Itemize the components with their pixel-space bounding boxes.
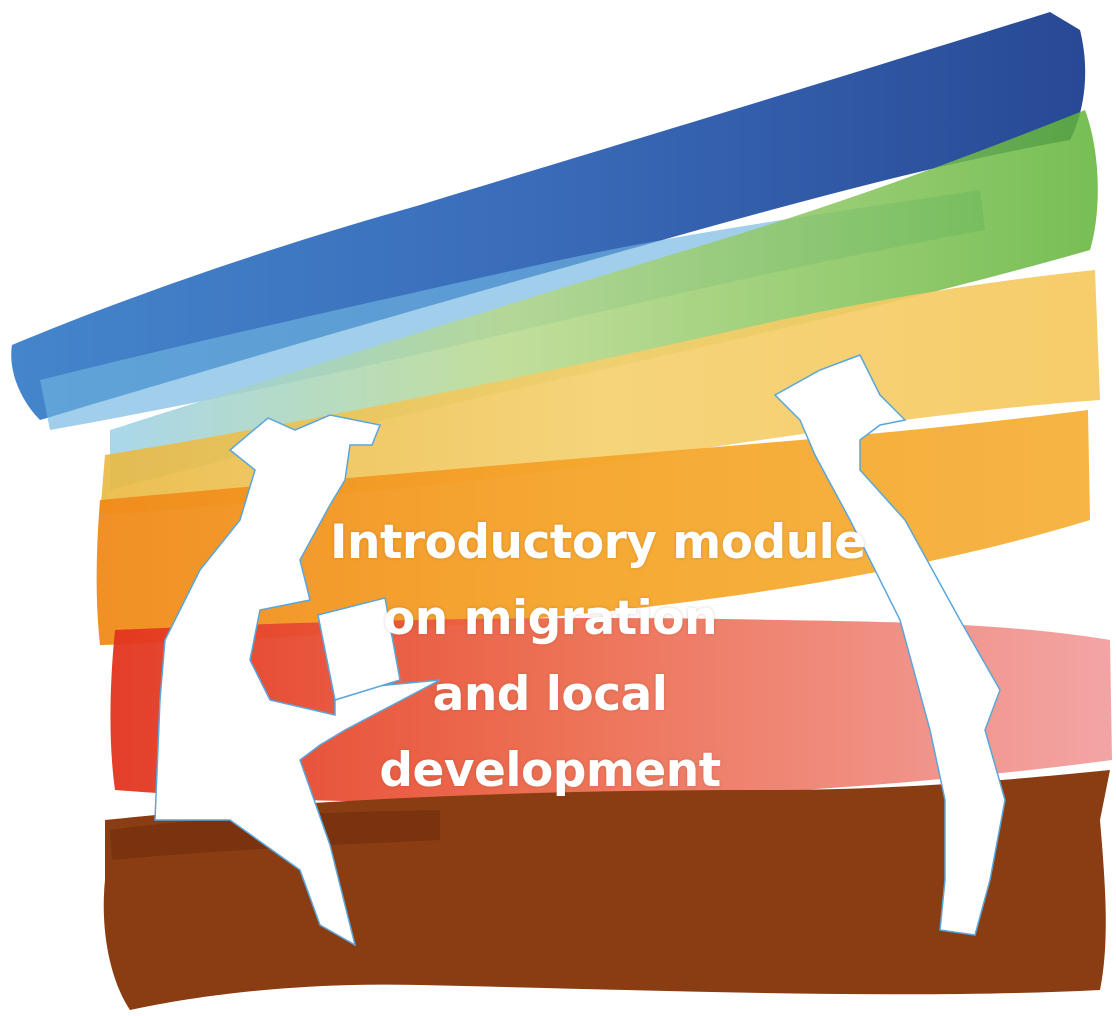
title-line-1: Introductory module <box>330 515 866 570</box>
person-with-cap-bowing-figure <box>773 354 1006 936</box>
green-brush-stroke <box>110 110 1098 490</box>
person-with-cap-reading-figure <box>154 414 441 947</box>
title-line-2: on migration <box>382 591 718 646</box>
title-line-3: and local <box>432 667 668 722</box>
yellow-brush-stroke <box>100 270 1100 515</box>
title-block: Introductory module on migration and loc… <box>330 505 866 809</box>
blue-brush-stroke <box>11 12 1086 420</box>
title-line-4: development <box>379 743 721 798</box>
